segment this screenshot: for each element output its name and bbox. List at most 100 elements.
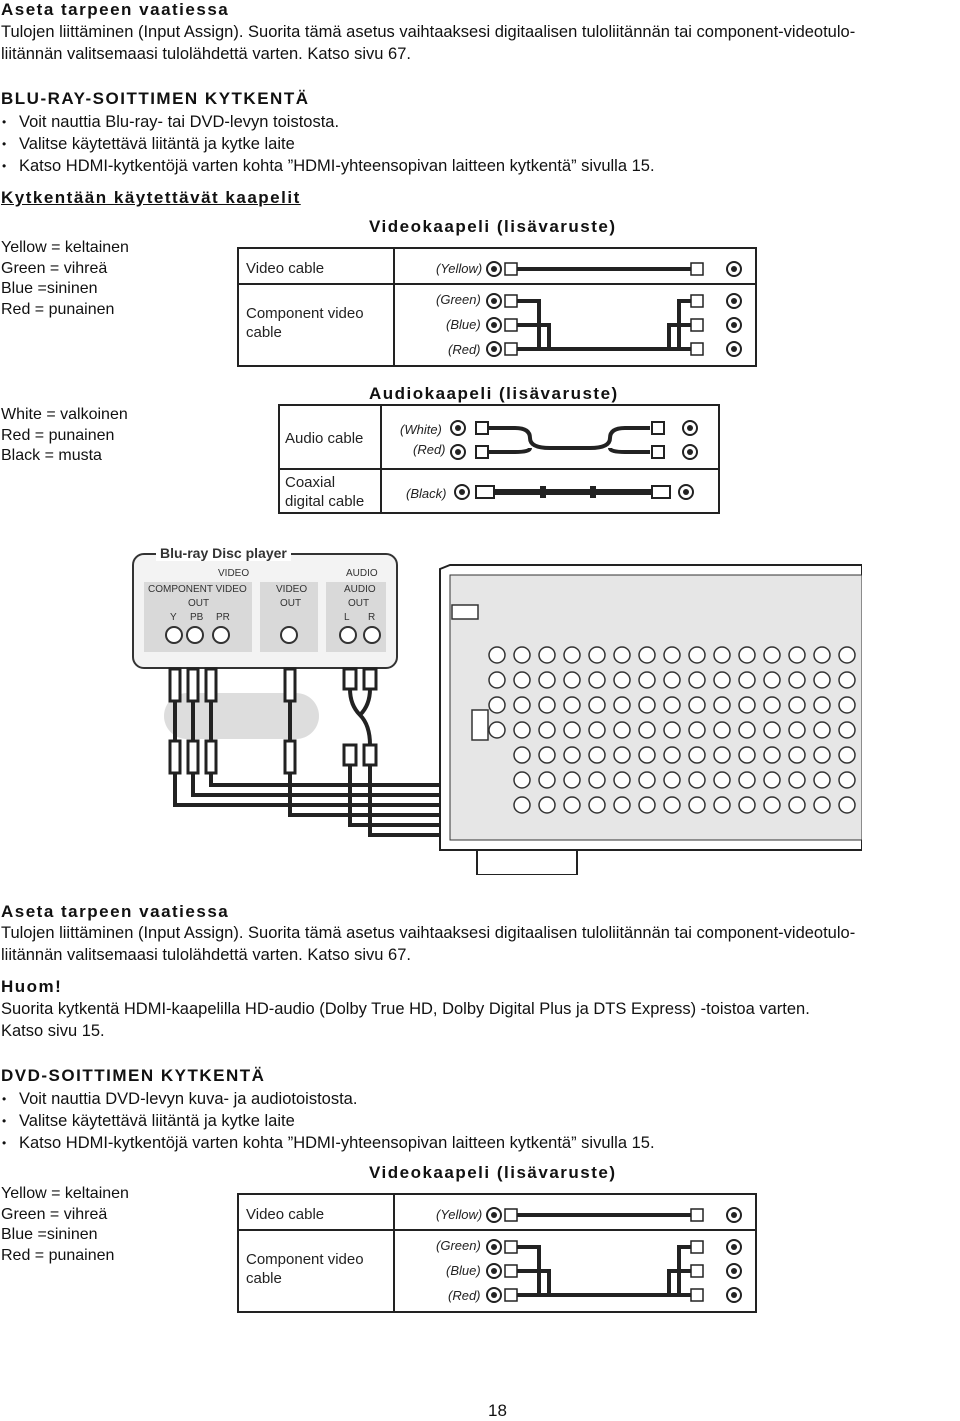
divider	[393, 1195, 395, 1311]
dvd-legend-blue: Blue =sininen	[1, 1226, 98, 1243]
receiver-jack	[613, 771, 631, 789]
receiver-jack	[613, 696, 631, 714]
legend-red-audio: Red = punainen	[1, 426, 115, 444]
receiver-jack	[763, 646, 781, 664]
dvd-heading: DVD-SOITTIMEN KYTKENTÄ	[1, 1066, 266, 1085]
dvd-legend-yellow: Yellow = keltainen	[1, 1185, 129, 1202]
receiver-jack	[838, 796, 856, 814]
receiver-jack	[563, 746, 581, 764]
receiver-jack	[563, 671, 581, 689]
dvd-legend-red: Red = punainen	[1, 1246, 115, 1264]
bluray-bullets: Voit nauttia Blu-ray- tai DVD-levyn tois…	[1, 111, 959, 177]
receiver-jack	[713, 746, 731, 764]
audio-out-out-label: OUT	[348, 598, 370, 609]
coax-cable-line1: Coaxial	[285, 474, 336, 491]
receiver-jack	[538, 671, 556, 689]
receiver-jack	[613, 796, 631, 814]
receiver-jack	[838, 696, 856, 714]
receiver-jack	[663, 746, 681, 764]
receiver-jack	[563, 646, 581, 664]
receiver-jack	[763, 696, 781, 714]
legend-yellow: Yellow = keltainen	[1, 239, 129, 256]
receiver-jack	[838, 746, 856, 764]
paragraph-top-line1: Tulojen liittäminen (Input Assign). Suor…	[1, 23, 856, 41]
video-group-label: VIDEO	[218, 568, 250, 579]
dvd-legend: Yellow = keltainen Green = vihreä Blue =…	[1, 1184, 129, 1266]
dvd-video-cable-box: Video cable Component video cable (Yello…	[237, 1193, 757, 1313]
audio-cable-drawing	[450, 420, 698, 500]
receiver-jack	[488, 671, 506, 689]
receiver-jack	[763, 796, 781, 814]
paragraph-top: Tulojen liittäminen (Input Assign). Suor…	[1, 21, 959, 65]
dvd-component-cable-line2: cable	[246, 1270, 282, 1287]
receiver-jack	[613, 646, 631, 664]
receiver-jack	[588, 721, 606, 739]
receiver-jack	[588, 746, 606, 764]
receiver-jack	[838, 721, 856, 739]
receiver-jack	[638, 746, 656, 764]
r-label: R	[368, 612, 376, 623]
receiver-jack	[713, 696, 731, 714]
legend-green: Green = vihreä	[1, 259, 108, 277]
receiver-jack	[788, 671, 806, 689]
dvd-green-label: (Green)	[436, 1238, 481, 1253]
audio-cable-title: Audiokaapeli (lisävaruste)	[369, 384, 619, 403]
receiver-jack	[713, 721, 731, 739]
receiver-jack	[688, 696, 706, 714]
receiver-jack	[513, 671, 531, 689]
receiver-jack	[513, 646, 531, 664]
legend-black: Black = musta	[1, 447, 102, 464]
receiver-jack	[513, 771, 531, 789]
dvd-component-cable-drawing	[486, 1207, 742, 1303]
bluray-player-title: Blu-ray Disc player	[156, 545, 291, 561]
receiver-jack	[513, 796, 531, 814]
dvd-bullets: Voit nauttia DVD-levyn kuva- ja audiotoi…	[1, 1088, 959, 1154]
receiver-jack	[538, 721, 556, 739]
receiver-jack	[663, 646, 681, 664]
receiver-jack	[838, 771, 856, 789]
receiver-jack	[838, 646, 856, 664]
receiver-jack	[788, 796, 806, 814]
receiver-jack	[663, 796, 681, 814]
receiver-jack	[713, 646, 731, 664]
legend-red: Red = punainen	[1, 300, 115, 318]
receiver-jack	[788, 771, 806, 789]
receiver-jack	[538, 646, 556, 664]
receiver-jack	[813, 721, 831, 739]
receiver-jack	[738, 646, 756, 664]
receiver-jack	[538, 771, 556, 789]
dvd-yellow-label: (Yellow)	[436, 1207, 483, 1222]
component-video-label: COMPONENT VIDEO	[148, 584, 247, 595]
receiver-jack	[688, 721, 706, 739]
divider	[280, 468, 718, 470]
receiver-jack	[563, 796, 581, 814]
divider	[239, 283, 755, 285]
receiver-jack	[713, 796, 731, 814]
page-number: 18	[488, 1401, 507, 1420]
receiver-jack	[563, 696, 581, 714]
video-out-out-label: OUT	[280, 598, 302, 609]
component-out-label: OUT	[188, 598, 210, 609]
receiver-jack	[688, 646, 706, 664]
receiver-jack	[713, 671, 731, 689]
receiver-jack	[638, 721, 656, 739]
receiver-jack	[688, 771, 706, 789]
receiver-jack	[638, 646, 656, 664]
paragraph-top-line2: liitännän valitsemaasi tulolähdettä vart…	[1, 45, 411, 63]
receiver-jack	[488, 646, 506, 664]
audio-cable-label: Audio cable	[285, 430, 364, 447]
video-cable-label: Video cable	[246, 260, 325, 277]
coax-cable-line2: digital cable	[285, 493, 365, 510]
bluray-bullet-3: Katso HDMI-kytkentöjä varten kohta ”HDMI…	[1, 155, 959, 177]
component-cable-label: Component video cable	[246, 304, 364, 342]
receiver-jack	[538, 696, 556, 714]
cables-heading: Kytkentään käytettävät kaapelit	[1, 188, 301, 207]
receiver-jack	[613, 746, 631, 764]
note-text: Suorita kytkentä HDMI-kaapelilla HD-audi…	[1, 998, 959, 1042]
receiver-jack	[663, 671, 681, 689]
receiver-jack	[738, 746, 756, 764]
pr-label: PR	[216, 612, 230, 623]
legend-blue: Blue =sininen	[1, 280, 98, 297]
dvd-video-cable-title: Videokaapeli (lisävaruste)	[369, 1163, 617, 1182]
receiver-jack	[788, 646, 806, 664]
